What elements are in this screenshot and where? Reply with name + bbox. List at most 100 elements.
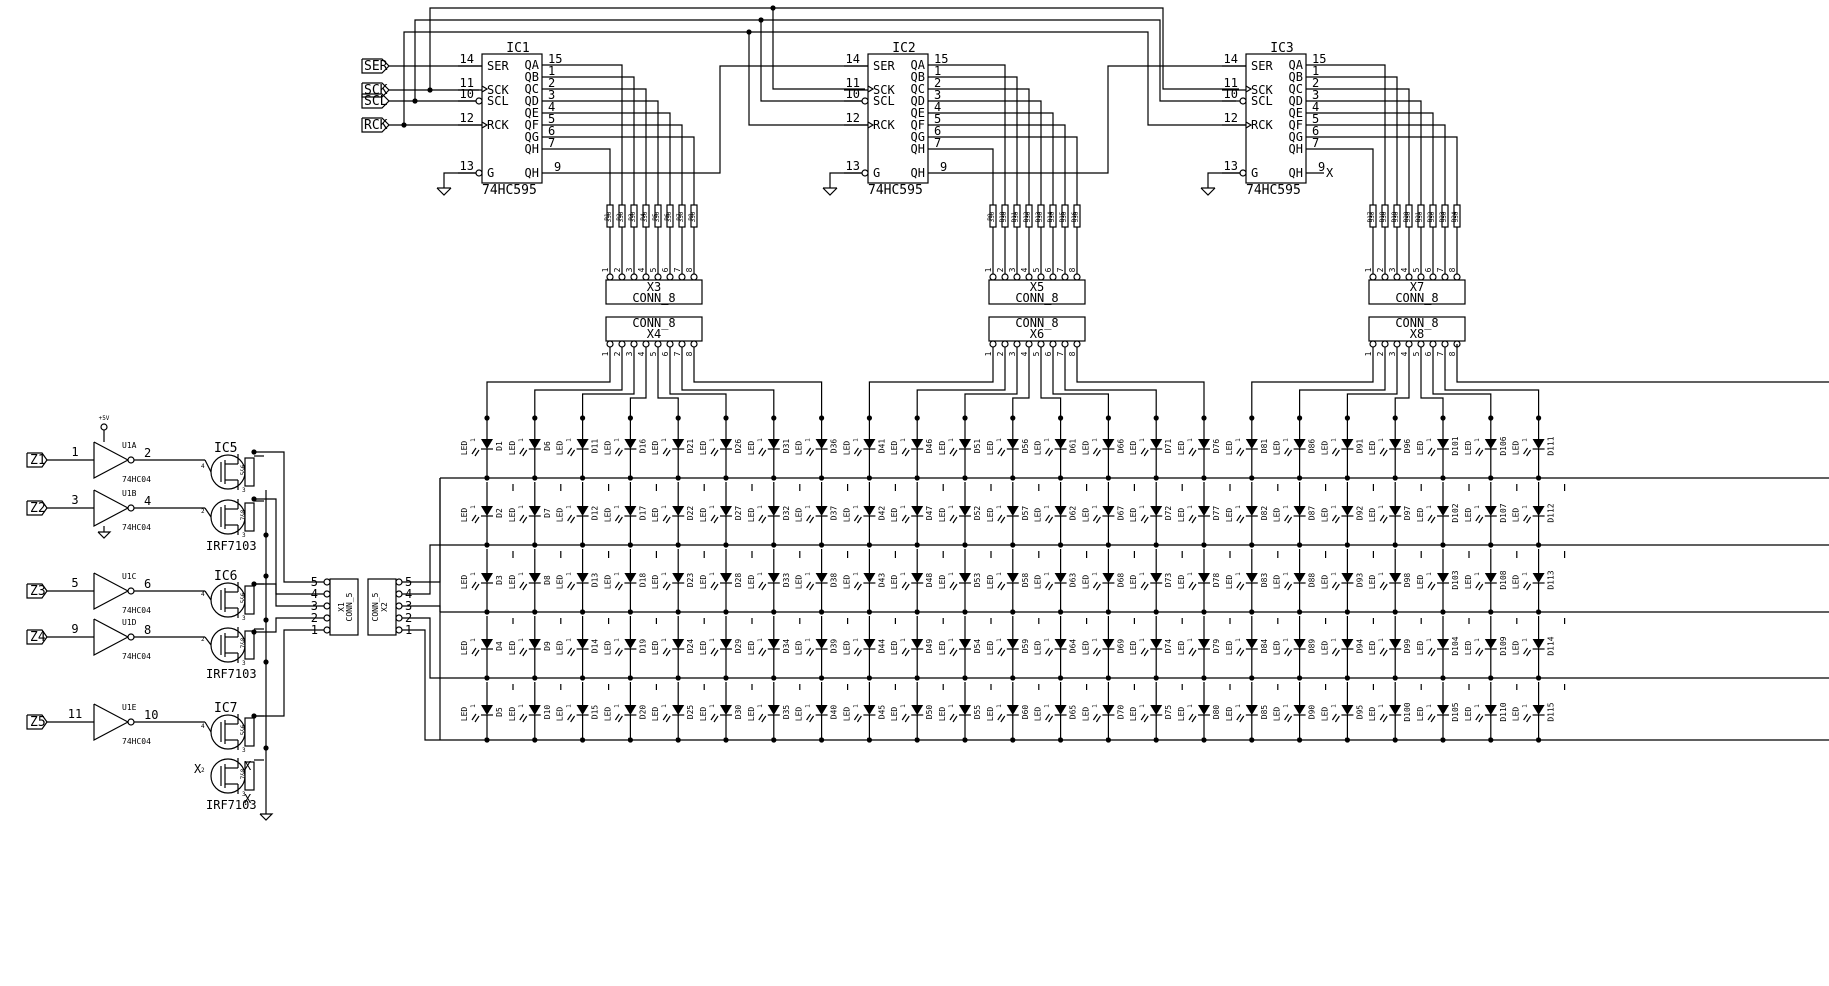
led-ref: D31 <box>782 439 791 454</box>
led-pin: 1 <box>1474 572 1481 576</box>
rail-link <box>402 544 440 595</box>
led-triangle <box>528 506 541 516</box>
led-triangle <box>1341 506 1354 516</box>
led-ref: D41 <box>877 439 886 454</box>
led-label: LED <box>1177 575 1186 590</box>
clock-marker <box>1245 121 1253 129</box>
led-triangle <box>624 573 637 583</box>
junction-dot <box>819 675 825 681</box>
led-arrow <box>1284 514 1290 522</box>
resistor-value: 330 <box>654 211 661 222</box>
junction-dot <box>1392 415 1398 421</box>
led-ref: D42 <box>877 506 886 521</box>
sr-pin-number: 6 <box>934 124 941 138</box>
conn8-top <box>605 279 703 305</box>
resistor-value: 330 <box>1393 211 1400 222</box>
junction-dot <box>1536 609 1542 615</box>
led-ref: D77 <box>1212 506 1221 521</box>
led-label: LED <box>1177 441 1186 456</box>
led-label: LED <box>508 508 517 523</box>
junction-dot <box>1536 737 1542 743</box>
led-triangle <box>815 439 828 449</box>
shift-register-body <box>867 53 929 184</box>
inverter-pin: 1 <box>71 445 78 459</box>
led-ref: D94 <box>1355 639 1364 654</box>
led-triangle <box>1245 439 1258 449</box>
led-label: LED <box>1416 575 1425 590</box>
led-arrow <box>474 449 480 457</box>
led-ref: D74 <box>1164 639 1173 654</box>
led-arrow <box>1239 583 1245 591</box>
led-arrow <box>1430 715 1436 723</box>
led-label: LED <box>795 641 804 656</box>
column-wire <box>1298 347 1386 418</box>
led-pin: 1 <box>518 638 525 642</box>
led-arrow <box>1191 649 1197 657</box>
led-arrow <box>1526 516 1532 524</box>
led-arrow <box>1284 447 1290 455</box>
resistor-ref: R2 <box>616 213 623 221</box>
junction-dot <box>1297 675 1303 681</box>
led-arrow <box>806 514 812 522</box>
led-label: LED <box>699 707 708 722</box>
conn-pin-number: 6 <box>661 267 670 272</box>
led-ref: D38 <box>830 573 839 588</box>
mosfet-diode <box>244 585 255 615</box>
junction-dot <box>1249 475 1255 481</box>
led-triangle <box>1437 573 1449 583</box>
junction-dot <box>1058 415 1064 421</box>
sr-output-wire <box>542 88 647 205</box>
conn-pin-number: 2 <box>613 351 622 356</box>
led-triangle <box>815 639 828 649</box>
led-arrow <box>1191 583 1197 591</box>
led-ref: D95 <box>1355 705 1364 720</box>
clock-marker <box>867 85 875 93</box>
led-arrow <box>1236 647 1242 655</box>
junction-dot <box>866 542 873 548</box>
junction-dot <box>251 713 257 719</box>
led-arrow <box>809 583 815 591</box>
led-pin: 1 <box>613 505 620 509</box>
led-arrow <box>662 647 668 655</box>
led-label: LED <box>1320 575 1329 590</box>
ground-symbol <box>436 187 452 196</box>
led-triangle <box>1532 439 1545 449</box>
led-arrow <box>1379 447 1385 455</box>
junction-dot <box>532 737 538 743</box>
sr-pin-number: 11 <box>846 76 860 90</box>
junction-dot <box>627 542 634 548</box>
led-ref: D37 <box>830 506 839 521</box>
led-pin: 1 <box>900 505 907 509</box>
led-arrow <box>1382 715 1388 723</box>
junction-dot <box>819 415 825 421</box>
resistor-value: 330 <box>618 211 625 222</box>
sr-output-wire <box>928 64 1006 205</box>
junction-dot <box>771 415 777 421</box>
led-label: LED <box>460 641 469 656</box>
junction-dot <box>1344 475 1350 481</box>
column-wire <box>1432 347 1492 418</box>
led-ref: D58 <box>1021 573 1030 588</box>
mosfet-pin: 7&8 <box>240 768 247 779</box>
conn-pin <box>678 340 686 348</box>
led-arrow <box>710 647 716 655</box>
led-triangle <box>1198 439 1210 449</box>
column-wire <box>1444 347 1540 418</box>
led-ref: D102 <box>1451 503 1460 522</box>
led-label: LED <box>1129 575 1138 590</box>
led-arrow <box>471 514 477 522</box>
led-pin: 1 <box>518 704 525 708</box>
led-label: LED <box>842 641 851 656</box>
led-pin: 1 <box>661 572 668 576</box>
junction-dot <box>484 415 490 421</box>
sr-pin-name: RCK <box>873 118 895 132</box>
